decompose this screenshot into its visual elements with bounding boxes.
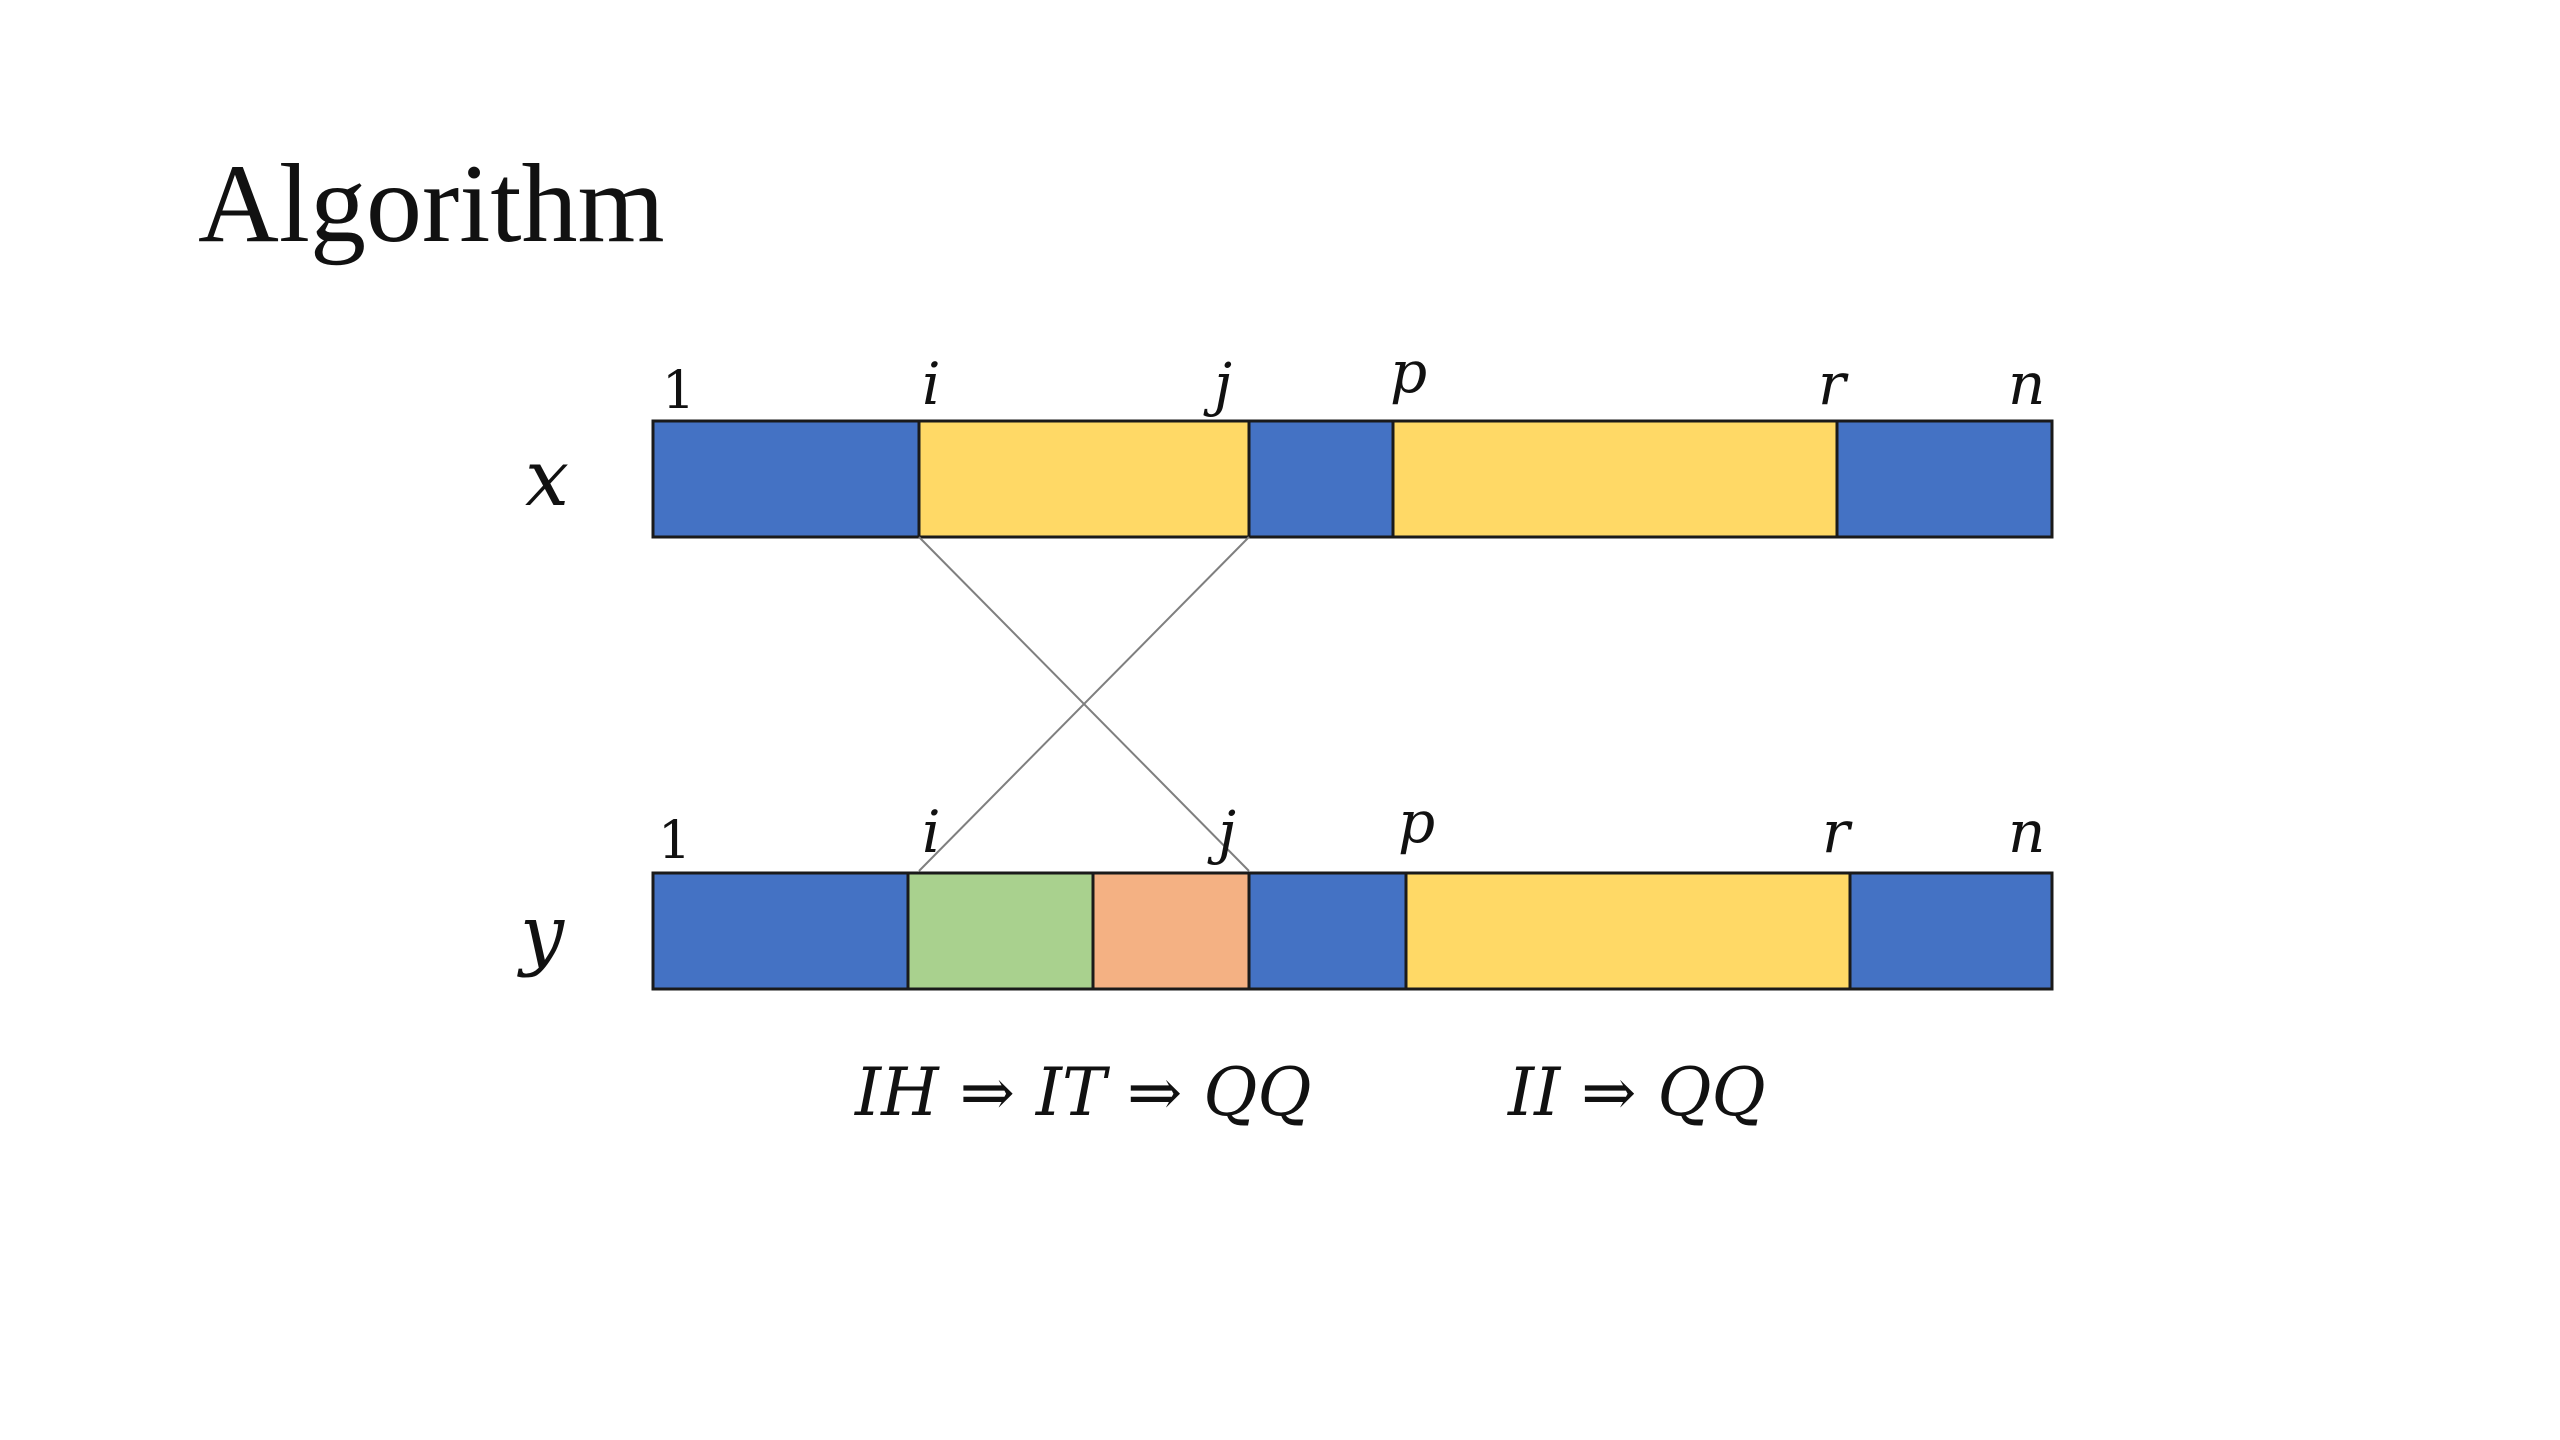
row-y-segment-3 [1091,871,1251,991]
row-y-segment-2 [906,871,1095,991]
formula-right: II ⇒ QQ [1507,1054,1766,1131]
row-x-index-j: j [1203,350,1232,418]
row-x-index-p: p [1390,338,1427,406]
row-y-index-1: 1 [658,811,691,871]
row-x-index-r: r [1818,350,1849,418]
row-x-index-1: 1 [662,361,695,421]
formula-left: IH ⇒ IT ⇒ QQ [854,1054,1311,1131]
row-y-index-p: p [1398,788,1435,856]
row-x-segment-3 [1247,419,1395,539]
row-x-segment-2 [917,419,1251,539]
row-y-index-n: n [2008,798,2045,866]
row-x-label: x [525,434,569,524]
row-x-bar [651,419,2054,539]
cross-line-j-to-i [918,536,1250,872]
row-x-index-i: i [922,350,941,418]
row-x-segment-1 [651,419,921,539]
row-y-segment-5 [1404,871,1852,991]
row-x-index-n: n [2008,350,2045,418]
row-x-segment-4 [1391,419,1839,539]
row-y-segment-4 [1247,871,1408,991]
row-y-segment-6 [1848,871,2054,991]
row-y-label: y [517,889,565,979]
row-x-segment-5 [1835,419,2054,539]
row-y-segment-1 [651,871,910,991]
page-title: Algorithm [198,142,665,266]
row-y-bar [651,871,2054,991]
row-y-index-r: r [1822,798,1853,866]
row-y-index-i: i [922,798,941,866]
